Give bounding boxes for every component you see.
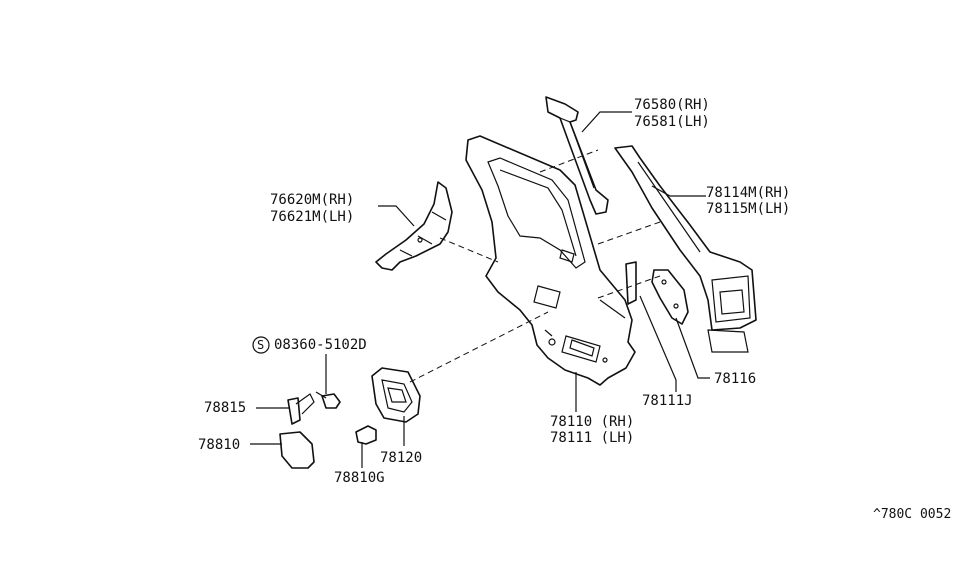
label-08360: 08360-5102D <box>274 337 367 353</box>
leader-line <box>581 111 632 133</box>
projection-line <box>439 237 499 263</box>
label-78120: 78120 <box>380 450 423 466</box>
quarter-panel-78110 <box>465 135 636 386</box>
bracket-78116 <box>651 269 689 325</box>
label-78110: 78110 (RH) <box>550 414 635 430</box>
label-s-symbol: S <box>257 338 265 352</box>
label-78810g: 78810G <box>334 470 385 486</box>
fuel-lid-78810 <box>279 431 315 469</box>
label-76581: 76581(LH) <box>634 114 710 130</box>
projection-line <box>597 275 661 299</box>
label-78111j: 78111J <box>642 393 693 409</box>
label-78815: 78815 <box>204 400 247 416</box>
rail-78114 <box>614 145 757 353</box>
bracket-78111j <box>625 261 637 305</box>
wheelhouse-inner-76620 <box>375 181 453 271</box>
s-symbol-circle <box>252 336 270 354</box>
label-78810: 78810 <box>198 437 241 453</box>
label-76620m: 76620M(RH) <box>270 192 355 208</box>
pillar-76580 <box>545 96 609 215</box>
hinge-78815 <box>287 393 315 425</box>
reference-code: ^780C 0052 <box>873 507 952 522</box>
projection-line <box>597 221 661 245</box>
bumper-78810g <box>355 425 377 445</box>
label-78115m: 78115M(LH) <box>706 201 791 217</box>
label-76580: 76580(RH) <box>634 97 710 113</box>
leader-line <box>651 185 706 197</box>
label-76621m: 76621M(LH) <box>270 209 355 225</box>
projection-line <box>409 311 549 383</box>
leader-line <box>675 317 710 379</box>
filler-base-78120 <box>371 367 421 423</box>
label-78116: 78116 <box>714 371 757 387</box>
projection-line <box>539 149 599 173</box>
leader-line <box>639 295 677 392</box>
label-78111: 78111 (LH) <box>550 430 635 446</box>
screw-08360 <box>315 391 341 409</box>
leader-line <box>378 205 415 227</box>
label-78114m: 78114M(RH) <box>706 185 791 201</box>
